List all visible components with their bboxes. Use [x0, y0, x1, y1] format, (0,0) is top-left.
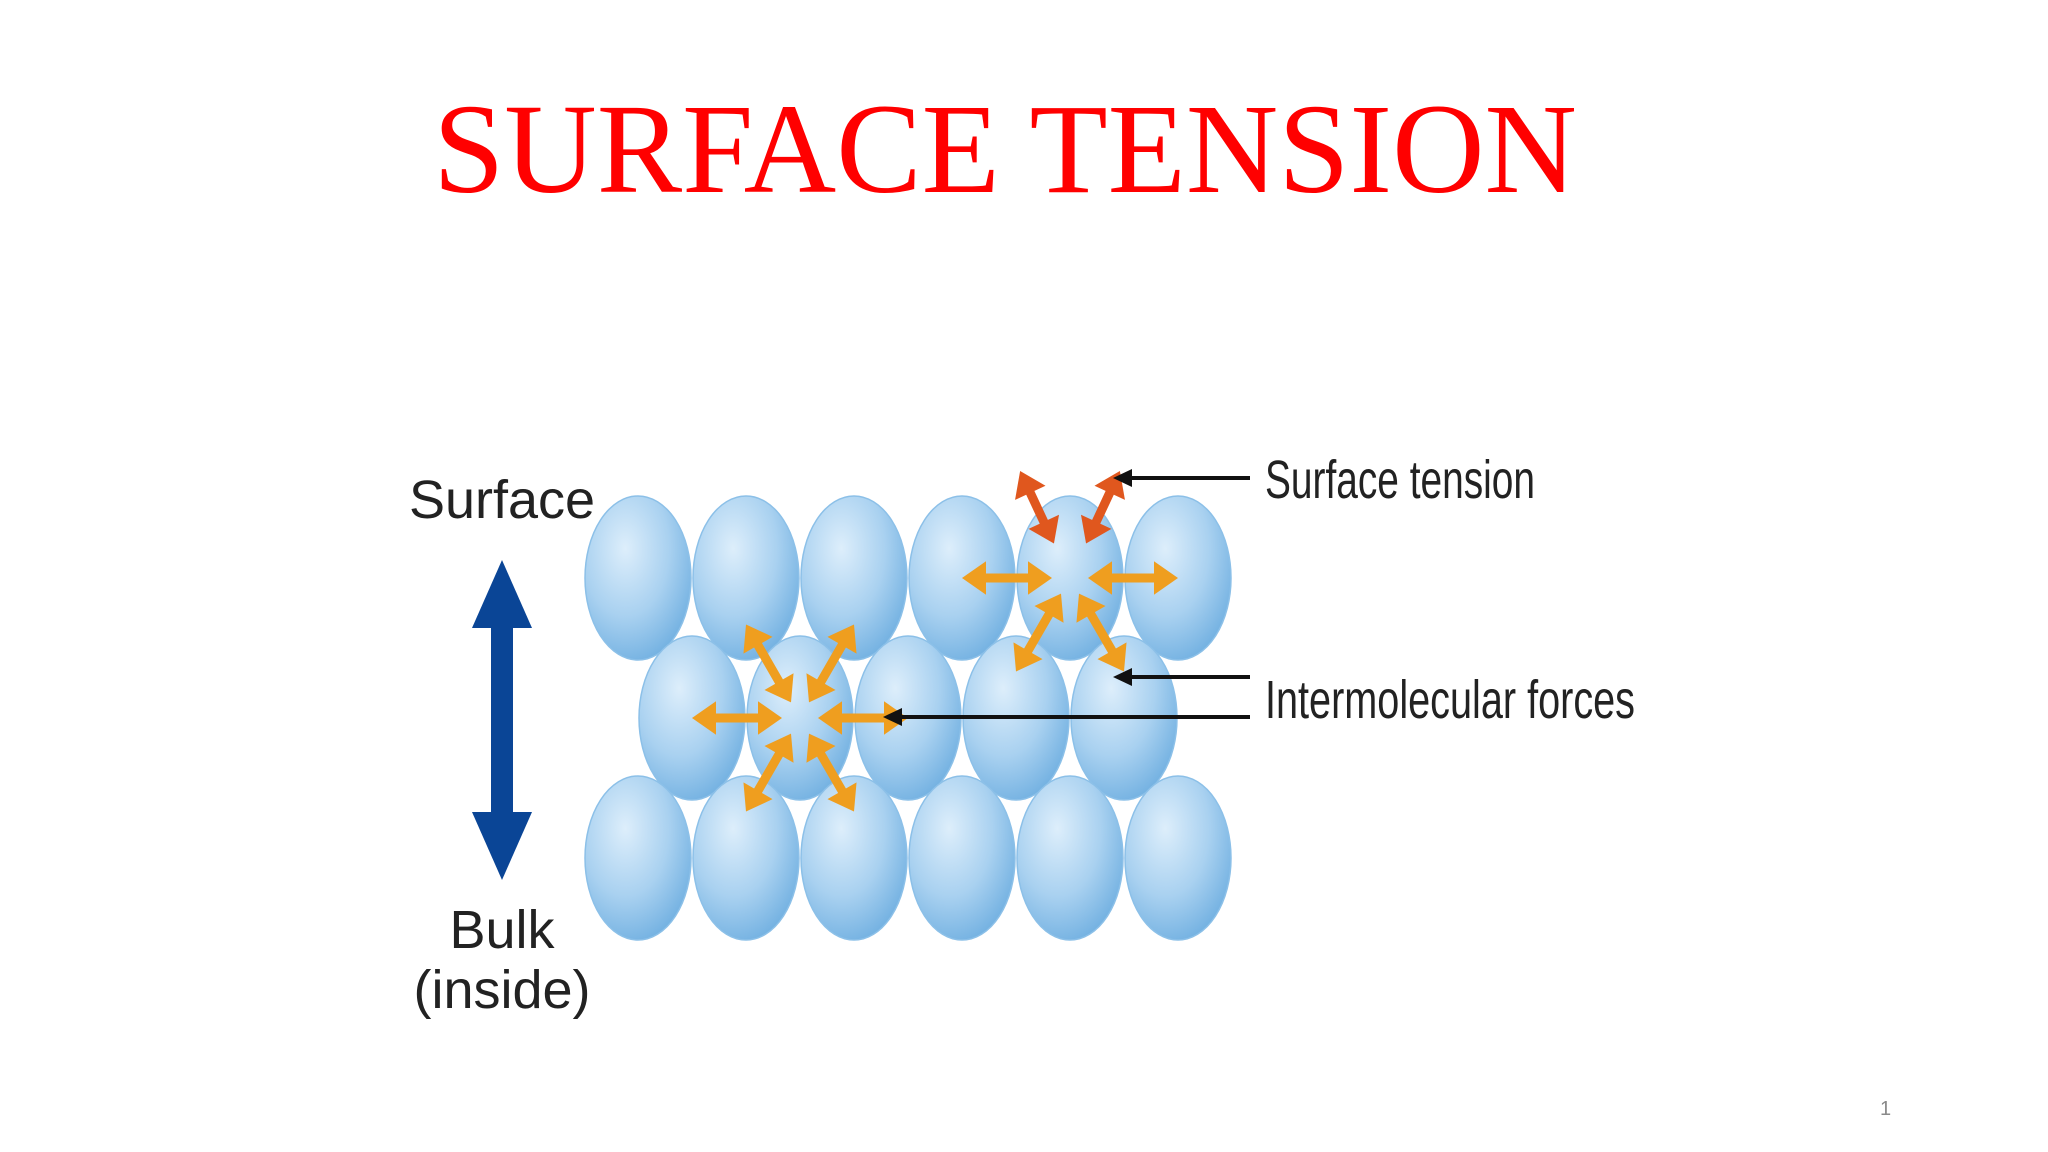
pointer-arrowhead: [883, 708, 902, 726]
force-arrow: [962, 561, 1052, 595]
force-arrow: [806, 733, 857, 812]
molecule: [584, 495, 692, 661]
force-arrow: [1015, 471, 1060, 544]
surface-tension-label: Surface tension: [1265, 450, 1535, 510]
force-arrows: [692, 471, 1178, 812]
force-arrow: [692, 701, 782, 735]
surface-label: Surface: [409, 470, 595, 530]
pointer-arrowhead: [1113, 469, 1132, 487]
molecule: [1016, 775, 1124, 941]
force-arrow: [1088, 561, 1178, 595]
inside-label: (inside): [413, 960, 590, 1020]
force-arrow: [1076, 593, 1127, 672]
page-number: 1: [1880, 1098, 1892, 1120]
intermolecular-forces-label: Intermolecular forces: [1265, 670, 1635, 730]
label-pointers: [883, 469, 1250, 726]
force-arrow: [743, 624, 794, 703]
molecule: [800, 775, 908, 941]
molecule: [692, 495, 800, 661]
surface-bulk-double-arrow: [472, 560, 532, 880]
molecule: [584, 775, 692, 941]
slide-title: SURFACE TENSION: [433, 78, 1577, 220]
molecule: [1124, 775, 1232, 941]
force-arrow: [1013, 593, 1064, 672]
force-arrow: [743, 733, 794, 812]
force-arrow: [806, 624, 857, 703]
molecule: [908, 775, 1016, 941]
molecule: [692, 775, 800, 941]
bulk-label: Bulk: [449, 900, 555, 960]
pointer-arrowhead: [1113, 668, 1132, 686]
molecule: [800, 495, 908, 661]
